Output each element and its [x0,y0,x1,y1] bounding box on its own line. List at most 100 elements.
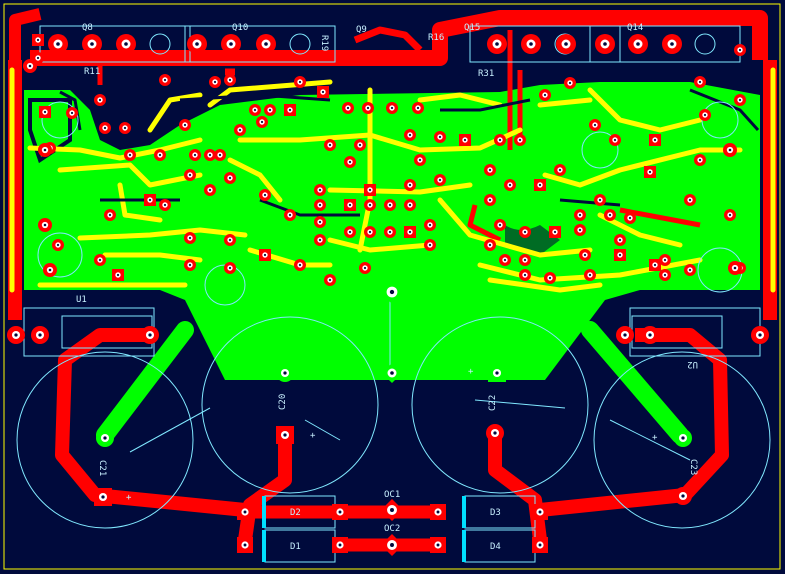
pad [237,537,253,553]
pad [412,102,424,114]
pad [659,254,671,266]
pad [644,166,656,178]
capacitor-c23-outline [593,351,771,529]
pad [324,139,336,151]
board-outline [3,3,781,570]
pad [404,129,416,141]
pad [214,149,226,161]
pad [314,199,326,211]
pad [628,34,648,54]
pad [723,143,737,157]
pad [724,209,736,221]
label-r11: R11 [84,67,100,77]
pad [144,194,156,206]
pad [294,259,306,271]
pad [519,226,531,238]
pad [674,429,692,447]
pad [314,184,326,196]
pad [486,424,504,442]
pad [694,154,706,166]
pad [494,134,506,146]
pad [414,154,426,166]
pad [484,194,496,206]
pad [589,119,601,131]
pad [48,34,68,54]
pad [159,74,171,86]
pad [354,139,366,151]
label-oc1: OC1 [384,490,400,500]
label-q10: Q10 [232,23,248,33]
capacitor-c21-outline [16,351,194,529]
label-q8: Q8 [82,23,93,33]
pad [284,104,296,116]
pad [684,264,696,276]
capacitor-c20-outline [201,316,379,494]
pad [179,119,191,131]
pad [259,189,271,201]
pad [96,429,114,447]
pad [404,179,416,191]
pad [284,209,296,221]
label-u2: U2 [687,359,698,369]
pad [614,234,626,246]
label-c21: C21 [97,460,107,476]
pad [544,272,556,284]
pad [382,363,402,383]
pad [344,226,356,238]
pad [187,34,207,54]
pad [549,226,561,238]
pad [52,239,64,251]
pad [94,488,112,506]
label-r31: R31 [478,69,494,79]
pad [224,262,236,274]
dark-traces [59,88,760,217]
pad [430,537,446,553]
pad [234,124,246,136]
pad [94,254,106,266]
ground-leg-left [96,321,194,444]
label-r16: R16 [428,33,444,43]
pad [574,209,586,221]
pad [694,76,706,88]
pad [484,239,496,251]
pads [7,34,769,556]
label-plus-c21: + [126,493,132,503]
pad [659,269,671,281]
label-r19: R19 [319,35,329,51]
pad [7,326,25,344]
pad [641,326,659,344]
pad [189,149,201,161]
pad [221,34,241,54]
pad [384,226,396,238]
label-d4: D4 [490,542,501,552]
pad [404,199,416,211]
pad [314,216,326,228]
pad [381,534,403,556]
pad [38,218,52,232]
pad [616,326,634,344]
pad [23,59,37,73]
pad [430,504,446,520]
pad [734,44,746,56]
diode-bands [262,496,466,562]
silkscreen-labels: Q8 Q10 Q9 R16 Q15 Q14 R11 R31 R19 U1 U2 … [76,23,698,552]
ground-leg-right [581,321,689,444]
pad [342,102,354,114]
pad [359,262,371,274]
pad [314,234,326,246]
pad [487,34,507,54]
pad [116,34,136,54]
pad [499,254,511,266]
pad [99,122,111,134]
pad [532,537,548,553]
label-d1: D1 [290,542,301,552]
pad [276,364,294,382]
pad [539,89,551,101]
pad [112,269,124,281]
pad [459,134,471,146]
pad [624,212,636,224]
pad [574,224,586,236]
pad [684,194,696,206]
